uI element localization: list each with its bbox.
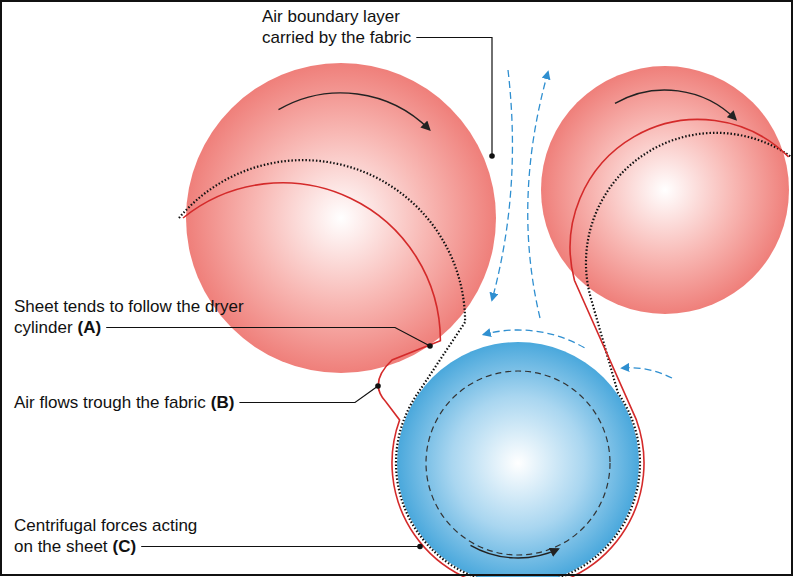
rotation-arrow [471, 545, 559, 558]
callout-text: Sheet tends to follow the dryer cylinder [14, 297, 244, 337]
callout-letter: (A) [78, 318, 102, 337]
air-flow-arrow [492, 70, 512, 300]
dryer-cylinder [541, 66, 789, 314]
rotation-arrow [615, 90, 736, 119]
rotation-arrow [279, 93, 430, 130]
air-flow-arrow [622, 368, 672, 378]
callout-letter: (B) [211, 393, 235, 412]
callout-label: Air boundary layer carried by the fabric [262, 6, 447, 48]
callout-text: Centrifugal forces acting on the sheet [14, 516, 197, 556]
leader-line [106, 328, 430, 347]
callout-label: Air flows trough the fabric (B) [14, 392, 314, 413]
callout-text: Air boundary layer carried by the fabric [262, 7, 411, 47]
leader-line [416, 38, 492, 157]
air-flow-arrow [484, 330, 585, 348]
air-flow-arrow [528, 72, 548, 318]
leader-dot [417, 544, 423, 550]
callout-label: Centrifugal forces acting on the sheet(C… [14, 515, 204, 557]
dryer-cylinder [186, 63, 496, 373]
leader-line [239, 386, 378, 403]
paper-sheet [183, 119, 789, 577]
callout-text: Air flows trough the fabric [14, 393, 206, 412]
leader-dot [489, 153, 495, 159]
callout-letter: (C) [113, 537, 137, 556]
callout-label: Sheet tends to follow the dryer cylinder… [14, 296, 254, 338]
leader-dot [375, 383, 381, 389]
roll-inner-dashed [426, 371, 610, 555]
dryer-fabric [179, 133, 791, 577]
leader-dot [427, 343, 433, 349]
leader-line [141, 546, 420, 547]
vacuum-roll [397, 342, 639, 577]
